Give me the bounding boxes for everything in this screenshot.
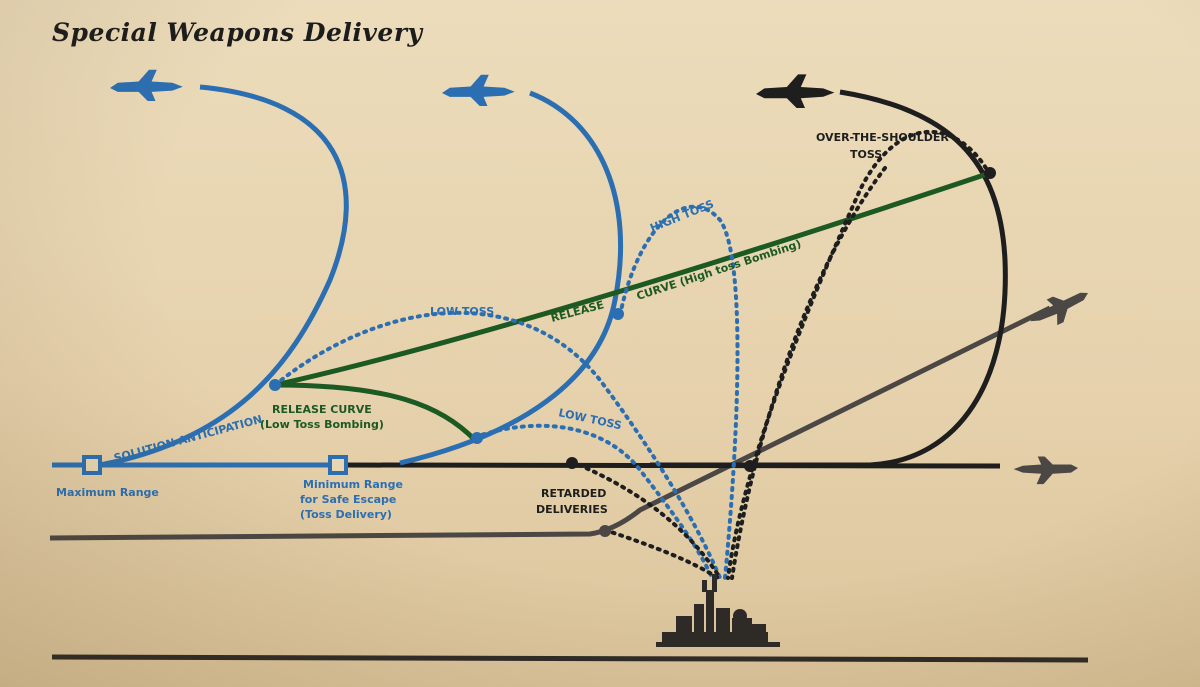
blue-aircraft-2-icon xyxy=(442,74,515,106)
over-the-shoulder-loop xyxy=(650,89,1008,468)
release-point-low-end xyxy=(471,432,483,444)
release-curve-low-label-1: RELEASE CURVE xyxy=(272,403,372,416)
blue-loop-2 xyxy=(399,90,624,466)
industrial-target-icon xyxy=(656,574,780,647)
release-curve-low-label-2: (Low Toss Bombing) xyxy=(260,418,384,431)
retarded-release-point-2 xyxy=(599,525,611,537)
release-point-low-start xyxy=(269,379,281,391)
retarded-delivery-trajectory-2 xyxy=(603,528,720,580)
maximum-range-label: Maximum Range xyxy=(56,486,159,499)
low-toss-trajectory-upper xyxy=(273,310,722,580)
curve-high-toss-label: CURVE (High toss Bombing) xyxy=(635,237,803,303)
release-point-high xyxy=(612,308,624,320)
low-toss-lower-label: LOW TOSS xyxy=(557,406,623,432)
minimum-range-label-2: for Safe Escape xyxy=(300,493,396,506)
retarded-release-point-1 xyxy=(566,457,578,469)
retarded-deliveries-label-2: DELIVERIES xyxy=(536,503,608,516)
maximum-range-marker xyxy=(82,455,102,475)
blue-loop-1 xyxy=(99,84,349,468)
release-curve-low-toss xyxy=(274,382,477,442)
page-title: Special Weapons Delivery xyxy=(52,18,423,47)
retarded-deliveries-label-1: RETARDED xyxy=(541,487,606,500)
crossing-point xyxy=(744,460,756,472)
minimum-range-marker xyxy=(328,455,348,475)
level-aircraft-icon xyxy=(1013,456,1078,485)
over-the-shoulder-release-point xyxy=(984,167,996,179)
over-the-shoulder-label-1: OVER-THE-SHOULDER xyxy=(816,131,949,144)
solution-anticipation-label: SOLUTION ANTICIPATION xyxy=(112,413,263,465)
low-toss-upper-label: LOW TOSS xyxy=(430,305,494,318)
low-toss-trajectory-lower xyxy=(473,423,714,580)
ground-line xyxy=(51,654,1089,663)
minimum-range-label-3: (Toss Delivery) xyxy=(300,508,392,521)
retarded-delivery-trajectory-1 xyxy=(570,460,722,580)
high-angle-trajectory xyxy=(730,166,887,580)
minimum-range-label-1: Minimum Range xyxy=(303,478,403,491)
low-approach-path xyxy=(49,305,1052,541)
high-toss-label: HIGH TOSS xyxy=(648,197,716,234)
blue-aircraft-1-icon xyxy=(110,69,183,101)
dark-aircraft-icon xyxy=(756,74,835,108)
release-curve-high-toss xyxy=(274,170,991,388)
over-the-shoulder-label-2: TOSS xyxy=(850,148,882,161)
high-toss-trajectory xyxy=(618,204,740,580)
low-approach-aircraft-icon xyxy=(1024,282,1095,335)
